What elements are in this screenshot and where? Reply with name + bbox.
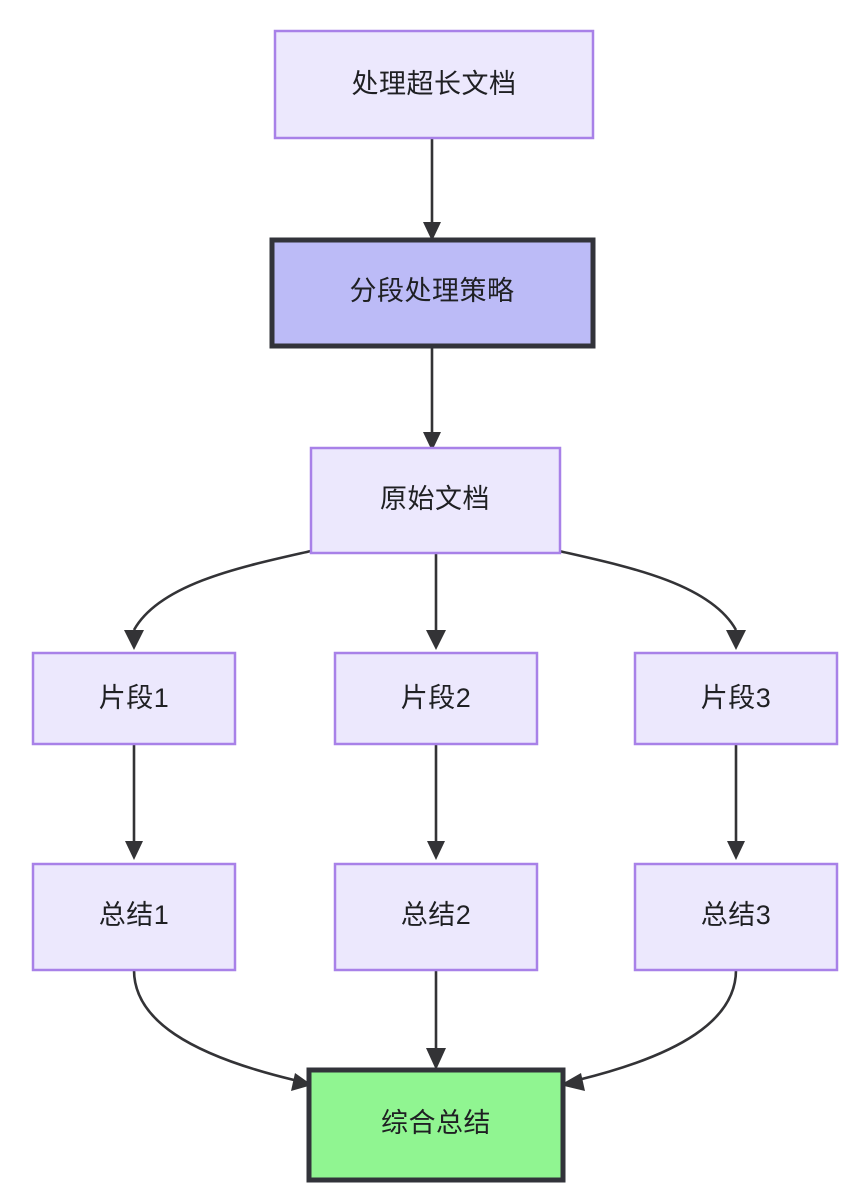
node-summary-1[interactable]: 总结1 (31, 862, 237, 972)
edge-process-to-strategy (423, 138, 441, 241)
node-chunk-2[interactable]: 片段2 (333, 651, 539, 746)
node-box[interactable] (269, 237, 596, 349)
edge-chunk1-to-summary1 (125, 744, 143, 860)
edge-chunk3-to-summary3 (727, 744, 745, 860)
arrow-head-icon (427, 841, 445, 860)
edge-strategy-to-source (423, 347, 441, 451)
node-box[interactable] (31, 862, 237, 972)
node-label: 分段处理策略 (350, 276, 515, 306)
node-box[interactable] (633, 862, 839, 972)
node-label: 综合总结 (381, 1108, 491, 1138)
node-box[interactable] (333, 862, 539, 972)
node-box[interactable] (31, 651, 237, 746)
node-label: 总结3 (701, 900, 772, 930)
node-chunk-1[interactable]: 片段1 (31, 651, 237, 746)
edge-chunk2-to-summary2 (427, 744, 445, 860)
edge-source-to-chunk3 (558, 549, 746, 650)
arrow-head-icon (727, 841, 745, 860)
node-box[interactable] (309, 446, 562, 555)
edge-layer (124, 138, 746, 1091)
arrow-head-icon (560, 1073, 585, 1091)
edge-summary2-to-final (426, 970, 446, 1070)
node-final-summary[interactable]: 综合总结 (306, 1067, 566, 1183)
node-label: 总结1 (99, 900, 170, 930)
node-label: 片段3 (701, 683, 772, 713)
node-label: 总结2 (401, 900, 472, 930)
edge-source-to-chunk1 (124, 549, 312, 650)
node-summary-2[interactable]: 总结2 (333, 862, 539, 972)
arrow-head-icon (426, 1048, 446, 1070)
node-box[interactable] (633, 651, 839, 746)
arrow-head-icon (426, 630, 446, 650)
node-summary-3[interactable]: 总结3 (633, 862, 839, 972)
edge-summary1-to-final (132, 969, 312, 1091)
node-label: 片段1 (99, 683, 170, 713)
arrow-head-icon (423, 432, 441, 451)
node-box[interactable] (333, 651, 539, 746)
edge-summary3-to-final (560, 969, 738, 1091)
node-label: 处理超长文档 (352, 69, 517, 99)
node-box[interactable] (306, 1067, 566, 1183)
arrow-head-icon (423, 222, 441, 241)
edge-source-to-chunk2 (426, 554, 446, 650)
node-chunk-3[interactable]: 片段3 (633, 651, 839, 746)
node-process-long-document[interactable]: 处理超长文档 (273, 29, 595, 140)
arrow-head-icon (124, 630, 144, 650)
node-label: 片段2 (401, 683, 472, 713)
node-chunking-strategy[interactable]: 分段处理策略 (269, 237, 596, 349)
node-layer: 处理超长文档 分段处理策略 原始文档 片段1 片段2 (31, 29, 839, 1183)
node-label: 原始文档 (380, 484, 490, 514)
arrow-head-icon (726, 630, 746, 650)
node-box[interactable] (273, 29, 595, 140)
node-source-document[interactable]: 原始文档 (309, 446, 562, 555)
arrow-head-icon (125, 841, 143, 860)
